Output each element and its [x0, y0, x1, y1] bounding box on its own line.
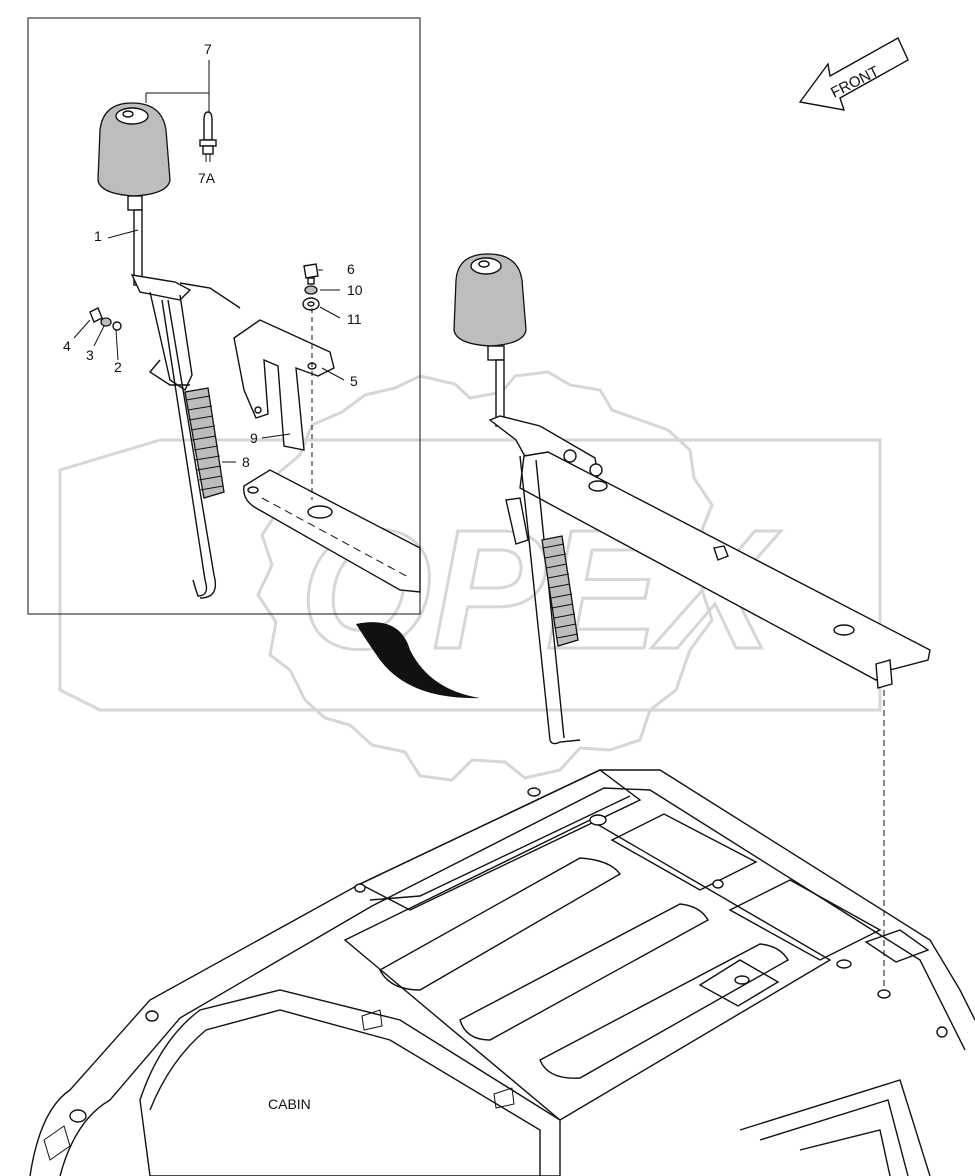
front-arrow: FRONT — [798, 37, 909, 111]
callout-7: 7 — [204, 41, 212, 57]
bulb-part — [199, 111, 217, 162]
mount-plate-detail — [243, 308, 421, 593]
callout-8: 8 — [242, 454, 250, 470]
callout-6: 6 — [347, 261, 355, 277]
beacon-assembly — [453, 253, 931, 990]
callout-5: 5 — [350, 373, 358, 389]
callout-4: 4 — [63, 338, 71, 354]
callout-9: 9 — [250, 430, 258, 446]
cabin-label: CABIN — [268, 1096, 311, 1112]
callout-1: 1 — [94, 228, 102, 244]
callout-2: 2 — [114, 359, 122, 375]
hardware-stack — [302, 263, 320, 311]
leader-lines — [73, 60, 345, 463]
callout-3: 3 — [86, 347, 94, 363]
beacon-lamp-detail — [97, 102, 241, 599]
detail-box — [27, 17, 421, 615]
bracket-part — [233, 319, 335, 451]
callout-10: 10 — [347, 282, 363, 298]
callout-7a: 7A — [198, 170, 216, 186]
hardware-small — [89, 307, 122, 331]
curved-arrow — [356, 622, 480, 699]
spring-assembly — [541, 535, 579, 647]
cabin-roof — [29, 769, 975, 1176]
callout-11: 11 — [347, 311, 362, 327]
spring-detail — [184, 387, 225, 499]
